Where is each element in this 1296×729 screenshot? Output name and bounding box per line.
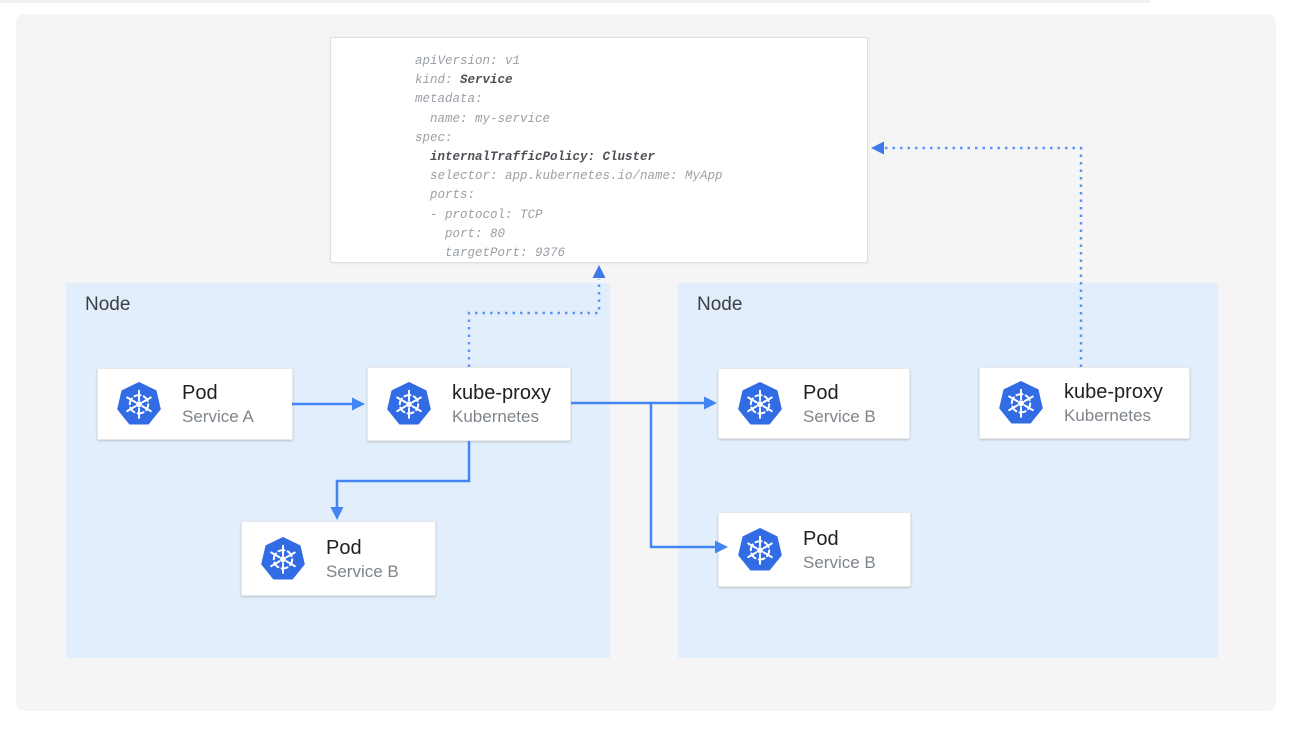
kubernetes-icon [999,381,1043,425]
kubernetes-icon [738,528,782,572]
card-subtitle: Service A [182,407,254,426]
node-label: Node [697,294,743,315]
card-title: Pod [182,382,218,404]
kube-proxy-card-right: kube-proxy Kubernetes [979,367,1190,439]
card-title: Pod [803,381,839,404]
kubernetes-icon [117,382,161,426]
top-divider [0,0,1150,3]
card-title: Pod [803,527,839,550]
yaml-line: targetPort: 9376 [415,246,566,261]
yaml-line: selector: app.kubernetes.io/name: MyApp [415,169,723,184]
yaml-line: kind: Service [415,73,513,88]
kube-proxy-card-left: kube-proxy Kubernetes [367,367,571,441]
service-yaml-card: apiVersion: v1 kind: Service metadata: n… [330,37,868,263]
card-title: kube-proxy [1064,381,1163,403]
card-subtitle: Kubernetes [452,407,539,426]
yaml-line: apiVersion: v1 [415,54,521,68]
pod-card-service-b-left: Pod Service B [241,521,436,596]
kubernetes-icon [261,537,305,581]
yaml-line: name: my-service [415,111,551,126]
yaml-line: internalTrafficPolicy: Cluster [415,150,656,165]
yaml-line: ports: [415,188,476,203]
card-subtitle: Kubernetes [1064,406,1151,425]
yaml-line: - protocol: TCP [415,207,543,222]
card-title: Pod [326,536,362,559]
node-box-left: Node [66,283,610,658]
card-subtitle: Service B [803,552,876,572]
pod-card-service-a: Pod Service A [97,368,293,440]
yaml-line: port: 80 [415,226,506,241]
yaml-line: spec: [415,130,453,145]
node-label: Node [85,294,131,315]
card-subtitle: Service B [803,406,876,426]
pod-card-service-b-right-top: Pod Service B [718,368,910,439]
card-subtitle: Service B [326,561,399,581]
yaml-line: metadata: [415,92,483,107]
card-title: kube-proxy [452,382,551,404]
kubernetes-icon [738,382,782,426]
node-box-right: Node [678,283,1218,658]
kubernetes-icon [387,382,431,426]
pod-card-service-b-right-bottom: Pod Service B [718,512,911,587]
